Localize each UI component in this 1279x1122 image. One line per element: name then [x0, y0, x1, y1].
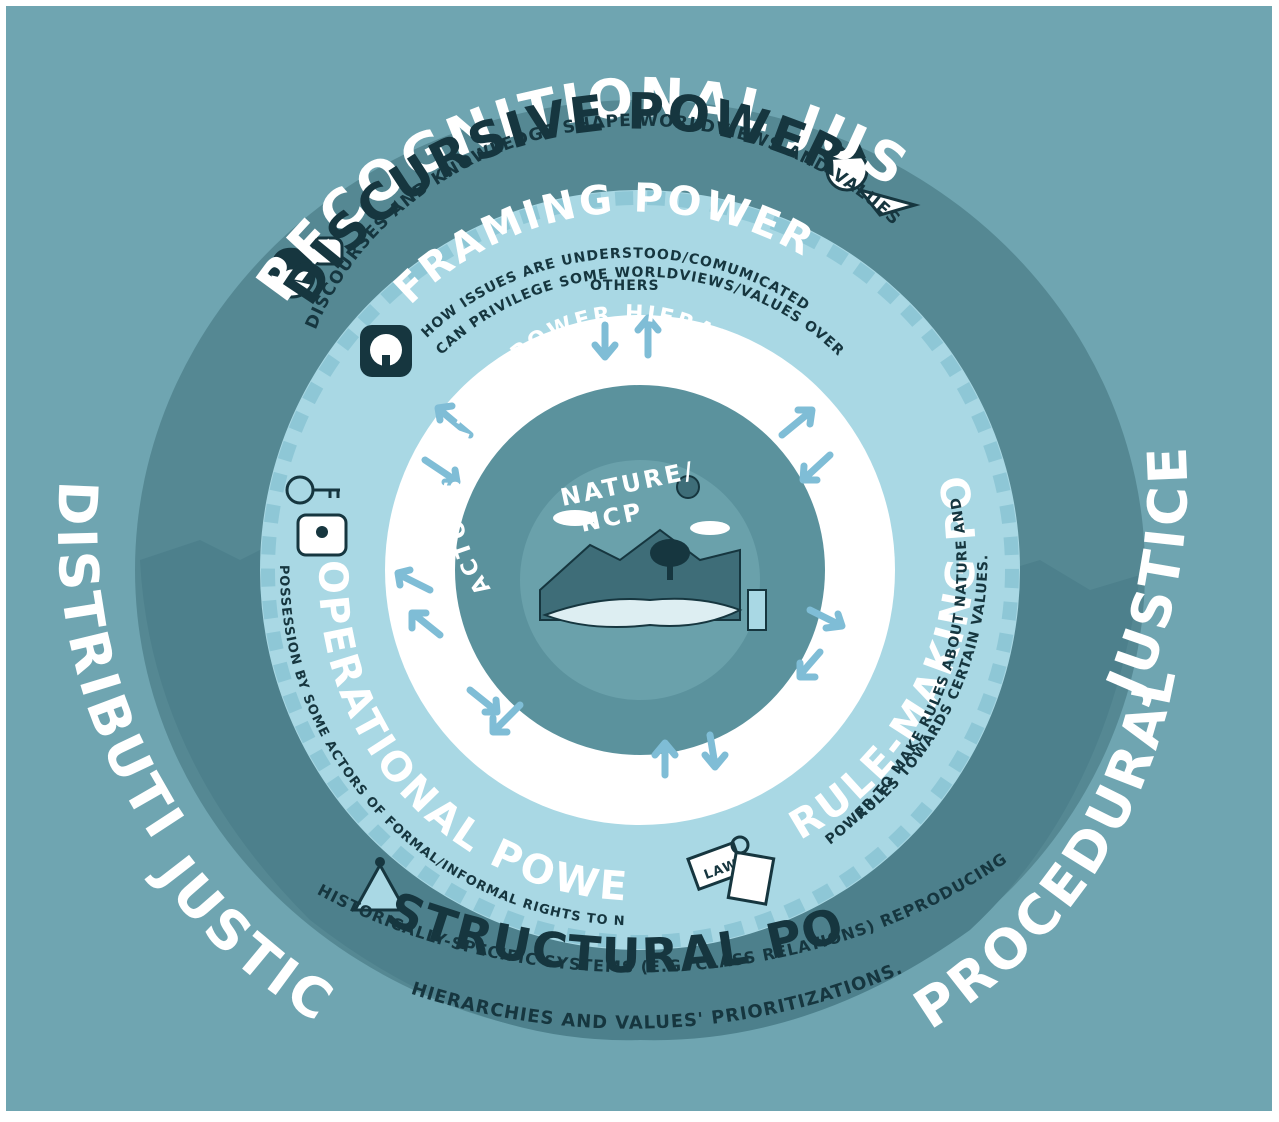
- interaction-arrows: [394, 314, 846, 779]
- light-ring-teeth: [261, 191, 1019, 949]
- person-pointing-icon: [825, 140, 921, 217]
- person-pyramid-icon: [352, 857, 408, 912]
- landscape-illustration: [539, 475, 767, 631]
- law-document-icon: LAW: [686, 835, 776, 906]
- framing-power-description-3: OTHERS: [590, 278, 660, 294]
- speech-book-icon: [360, 325, 412, 377]
- key-lock-icon: [285, 475, 348, 557]
- person-speaking-icon: [268, 236, 344, 299]
